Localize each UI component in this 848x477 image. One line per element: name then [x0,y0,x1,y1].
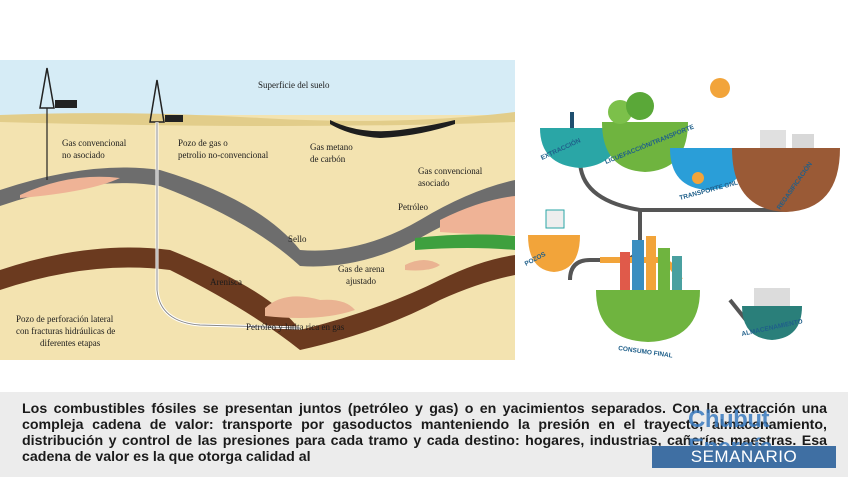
storage-icon [742,288,802,340]
label-lateral-2: con fracturas hidráulicas de [16,326,115,336]
sky [0,60,515,115]
tight-sand [265,296,355,318]
caption-text: Los combustibles fósiles se presentan ju… [22,401,827,465]
brand-logo: Chubut Energía SEMANARIO [652,406,836,468]
label-coal-methane-1: Gas metano [310,142,353,152]
geology-cross-section: Superficie del suelo Gas convencional no… [0,60,515,360]
rig-center [149,79,301,330]
brand-bar: SEMANARIO [652,446,836,468]
label-sandstone: Arenisca [210,277,242,287]
value-chain-infographic: EXTRACCIÓN LICUEFACCIÓN/TRANSPORTE TRANS… [524,78,840,360]
label-gas-well-2: petrolio no-convencional [178,150,269,160]
extraction-icon [540,112,620,168]
label-final-consumption: CONSUMO FINAL [618,345,673,360]
shale-layer [0,247,515,350]
coal-seam [330,120,455,138]
wells-icon [528,209,580,272]
gas-pocket-non-associated [20,176,120,198]
sun-icon [710,78,730,98]
brand-subtitle: SEMANARIO [690,447,798,466]
rig-left [39,67,77,180]
label-tight-sand-2: ajustado [346,276,376,286]
surface-layer [0,112,515,126]
label-shale: Petróleo y lutita rica en gas [246,322,345,332]
liquefaction-icon [602,92,688,172]
tight-sand-small [405,260,440,271]
seal-layer [0,167,515,267]
label-lateral-1: Pozo de perforación lateral [16,314,114,324]
label-surface: Superficie del suelo [258,80,330,90]
label-seal: Sello [288,234,307,244]
label-tight-sand-1: Gas de arena [338,264,384,274]
gas-pocket-associated [440,196,515,235]
label-non-associated-1: Gas convencional [62,138,127,148]
label-associated-2: asociado [418,178,450,188]
label-non-associated-2: no asociado [62,150,105,160]
label-gas-well-1: Pozo de gas o [178,138,228,148]
label-lateral-3: diferentes etapas [40,338,101,348]
label-coal-methane-2: de carbón [310,154,346,164]
label-oil: Petróleo [398,202,428,212]
final-consumption-icon [596,236,700,342]
regasification-icon [732,130,840,212]
label-associated-1: Gas convencional [418,166,483,176]
oil-layer [415,234,515,250]
lng-transport-icon [670,148,746,190]
